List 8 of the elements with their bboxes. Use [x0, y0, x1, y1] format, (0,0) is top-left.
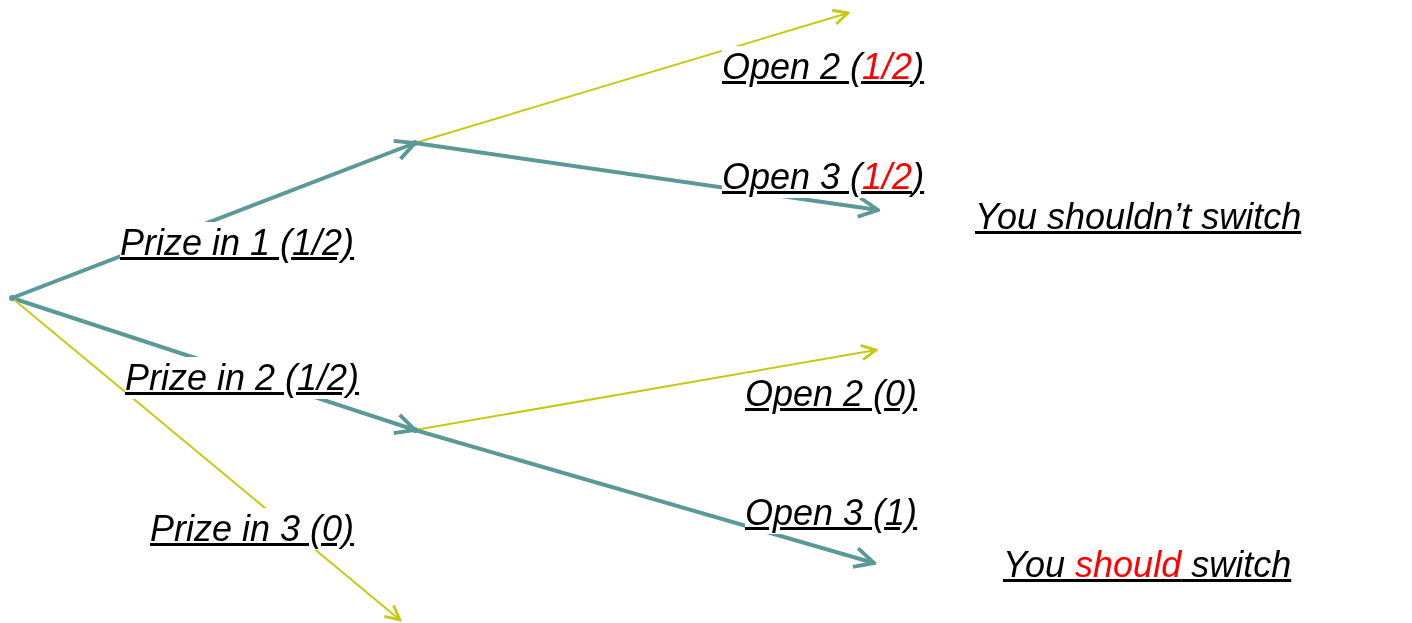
- branch-point: [412, 427, 418, 433]
- edge-label: Prize in 3 (0): [150, 508, 355, 550]
- branch-point: [9, 295, 15, 301]
- edge-label: Open 2 (0): [745, 373, 918, 415]
- edge-label: Prize in 1 (1/2): [120, 222, 355, 264]
- edge-label: Prize in 2 (1/2): [125, 357, 360, 399]
- branch-point: [412, 140, 418, 146]
- edge-label: Open 2 (1/2): [722, 46, 925, 88]
